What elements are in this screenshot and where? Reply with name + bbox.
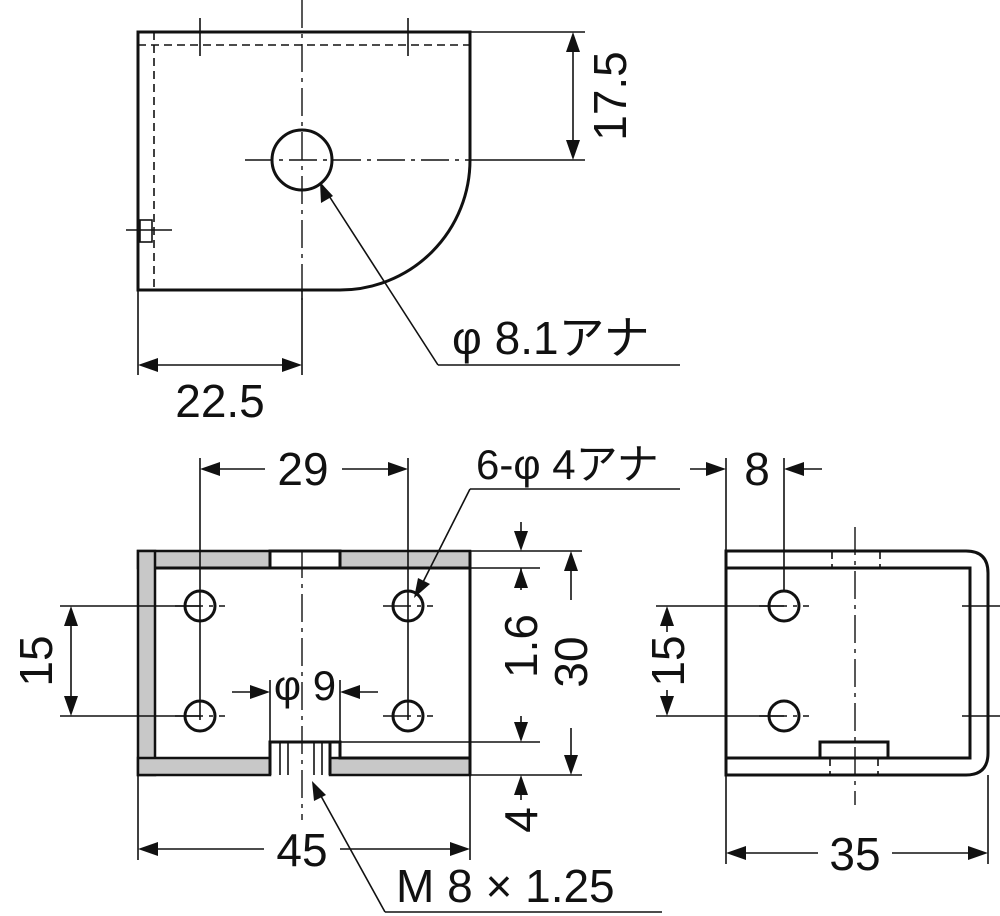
- front-dim-width: 45: [276, 824, 327, 876]
- side-view-outline: [724, 549, 990, 777]
- front-hole-label: 6-φ 4アナ: [476, 441, 659, 488]
- front-dim-height: 30: [545, 636, 597, 687]
- front-dim-pitch-y: 15: [10, 635, 62, 686]
- top-dim-width: 22.5: [175, 375, 265, 427]
- top-view: 17.5 22.5 φ 8.1アナ: [126, 0, 680, 427]
- front-dim-bottom: 4: [495, 807, 547, 833]
- side-dim-width: 35: [829, 828, 880, 880]
- front-dim-pitch-x: 29: [277, 443, 328, 495]
- front-dim-slot: φ 9: [274, 662, 336, 709]
- side-dim-pitch-y: 15: [642, 635, 694, 686]
- front-thread-label: M 8 × 1.25: [396, 860, 615, 912]
- top-hole: [270, 128, 334, 192]
- top-view-outline: [136, 30, 472, 292]
- top-hole-label: φ 8.1アナ: [452, 312, 650, 364]
- side-view: 8 15 35: [642, 443, 1000, 880]
- front-view: 29 6-φ 4アナ 15 φ 9 30 1.6: [10, 441, 680, 913]
- top-dim-height: 17.5: [584, 51, 636, 141]
- front-dim-thickness: 1.6: [495, 614, 547, 678]
- side-dim-offset: 8: [744, 443, 770, 495]
